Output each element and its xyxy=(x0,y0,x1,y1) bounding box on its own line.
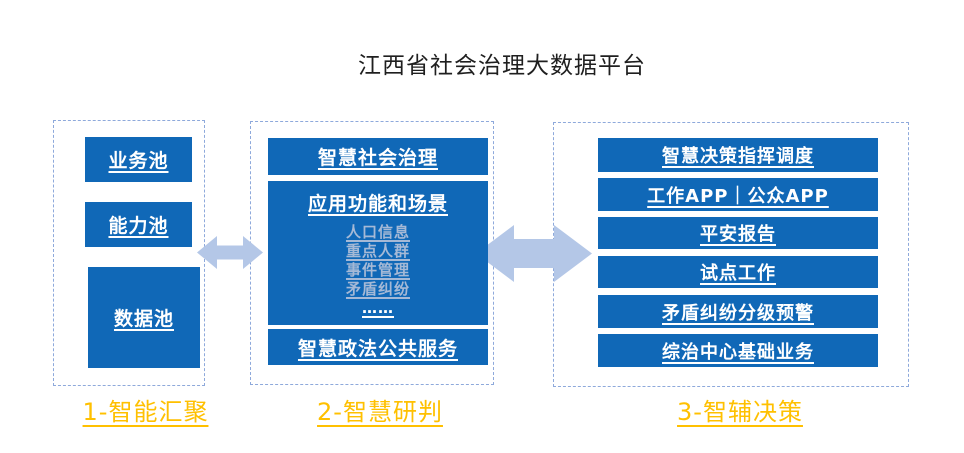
app-functions-scenarios-box: 应用功能和场景 人口信息 重点人群 事件管理 矛盾纠纷 …… xyxy=(268,181,488,325)
smart-decision-command-label: 智慧决策指挥调度 xyxy=(662,146,814,167)
smart-political-legal-services-label: 智慧政法公共服务 xyxy=(297,337,458,360)
smart-social-governance-label: 智慧社会治理 xyxy=(317,147,438,169)
smart-political-legal-services-box: 智慧政法公共服务 xyxy=(268,329,488,365)
stage-label-smart-analysis: 2-智慧研判 xyxy=(317,398,443,426)
pilot-work-box: 试点工作 xyxy=(598,256,878,288)
dispute-grading-warning-label: 矛盾纠纷分级预警 xyxy=(662,302,814,324)
data-pool-box: 数据池 xyxy=(88,267,200,368)
business-pool-label: 业务池 xyxy=(108,150,169,172)
ellipsis-item: …… xyxy=(362,299,394,317)
page-title: 江西省社会治理大数据平台 xyxy=(358,53,646,79)
grassroots-center-business-box: 综治中心基础业务 xyxy=(598,334,878,367)
key-groups-item: 重点人群 xyxy=(345,242,410,260)
work-public-app-box: 工作APP｜公众APP xyxy=(598,178,878,211)
pilot-work-label: 试点工作 xyxy=(700,263,776,284)
peace-report-label: 平安报告 xyxy=(700,224,776,245)
dispute-grading-warning-box: 矛盾纠纷分级预警 xyxy=(598,295,878,328)
capability-pool-label: 能力池 xyxy=(108,215,169,237)
peace-report-box: 平安报告 xyxy=(598,217,878,249)
smart-social-governance-box: 智慧社会治理 xyxy=(268,138,488,175)
data-pool-label: 数据池 xyxy=(113,308,174,330)
population-info-item: 人口信息 xyxy=(345,223,410,241)
work-public-app-label: 工作APP｜公众APP xyxy=(647,185,829,207)
event-management-item: 事件管理 xyxy=(345,261,410,279)
dispute-item: 矛盾纠纷 xyxy=(345,280,410,298)
smart-decision-command-box: 智慧决策指挥调度 xyxy=(598,138,878,172)
right-double-arrow-icon xyxy=(476,225,592,282)
stage-label-smart-decision: 3-智辅决策 xyxy=(677,398,803,426)
left-double-arrow-icon xyxy=(197,236,263,269)
app-functions-scenarios-label: 应用功能和场景 xyxy=(307,193,448,215)
business-pool-box: 业务池 xyxy=(85,137,192,182)
capability-pool-box: 能力池 xyxy=(85,202,192,247)
grassroots-center-business-label: 综治中心基础业务 xyxy=(662,341,814,363)
stage-label-smart-aggregation: 1-智能汇聚 xyxy=(82,398,209,426)
